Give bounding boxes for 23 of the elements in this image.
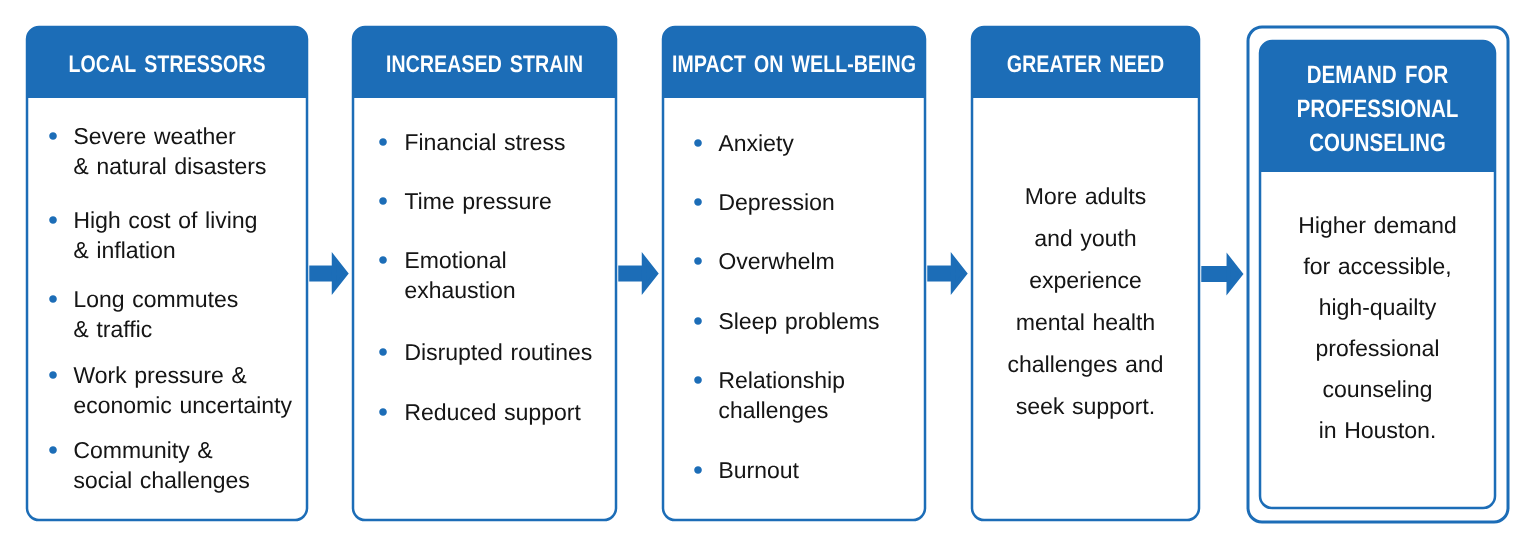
card-header: IMPACT ON WELL-BEING <box>663 27 925 98</box>
list-item: Sleep problems <box>719 312 879 334</box>
list-item: Burnout <box>720 462 799 479</box>
list-item: Time pressure <box>404 192 551 214</box>
card-header: INCREASED STRAIN <box>353 27 616 98</box>
list-item: Severe weather & natural disasters <box>74 127 266 175</box>
list-item: Anxiety <box>718 134 794 156</box>
list-item: Community & social challenges <box>74 441 249 493</box>
body-text: More adults and youth experience mental health challenges and seek support. <box>1008 187 1162 419</box>
list-item: Emotional exhaustion <box>405 251 515 299</box>
card-header: DEMAND FOR PROFESSIONAL COUNSELING <box>1260 41 1495 172</box>
card-header: GREATER NEED <box>972 27 1199 98</box>
body-text: Higher demand for accessible, high-quailty professional counseling in Houston. <box>1300 216 1456 439</box>
list-item: Overwhelm <box>719 252 834 270</box>
list-item: Reduced support <box>406 403 581 425</box>
list-item: Work pressure & economic uncertainty <box>73 366 292 418</box>
card-header: LOCAL STRESSORS <box>27 27 307 98</box>
list-item: Financial stress <box>406 133 565 151</box>
list-item: Disrupted routines <box>406 343 592 365</box>
list-item: High cost of living & inflation <box>74 211 256 259</box>
list-item: Long commutes & traffic <box>74 291 238 338</box>
list-item: Relationship challenges <box>719 371 844 423</box>
list-item: Depression <box>720 193 834 215</box>
